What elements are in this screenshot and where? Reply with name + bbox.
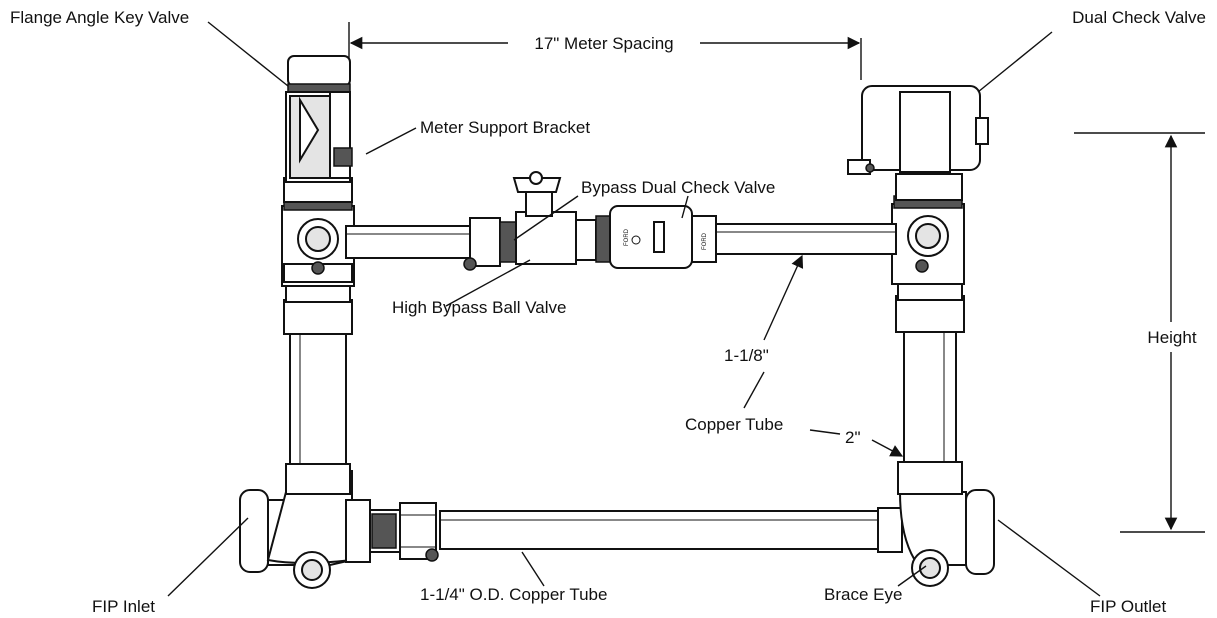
meter-spacing-label: 17" Meter Spacing: [534, 34, 673, 53]
left-inlet-elbow: [239, 469, 371, 589]
outlet-coupling: [877, 507, 903, 553]
high-bypass-ball-valve-label: High Bypass Ball Valve: [392, 298, 567, 317]
brace-eye-label: Brace Eye: [824, 585, 902, 604]
dual-check-valve-label: Dual Check Valve: [1072, 8, 1206, 27]
bypass-dual-check-valve: FORD FORD: [595, 205, 717, 269]
ford-mark-right: FORD: [702, 232, 708, 250]
flange-angle-key-valve: [285, 55, 351, 183]
left-riser: [283, 283, 353, 495]
leader-lines: [167, 21, 1101, 597]
tube-size-2-label: 2": [845, 428, 861, 447]
fip-outlet-label: FIP Outlet: [1090, 597, 1166, 616]
bypass-tube-right: [715, 223, 897, 255]
meter-support-bracket-label: Meter Support Bracket: [420, 118, 590, 137]
right-riser: [895, 281, 965, 495]
left-tee: [281, 197, 355, 287]
meter-support-bracket: [333, 147, 353, 167]
bottom-copper-tube-label: 1-1/4" O.D. Copper Tube: [420, 585, 607, 604]
right-outlet-elbow: [898, 489, 995, 587]
meter-spacing-dimension: [348, 22, 862, 80]
height-label: Height: [1147, 328, 1196, 347]
inlet-coupling-nut: [367, 502, 439, 562]
dual-check-valve: [847, 85, 989, 175]
bottom-copper-tube: [439, 510, 881, 550]
flange-angle-key-valve-label: Flange Angle Key Valve: [10, 8, 189, 27]
right-hex-nut: [895, 173, 963, 201]
ford-mark-left: FORD: [624, 228, 630, 246]
tube-size-1-1-8-label: 1-1/8": [724, 346, 769, 365]
height-dimension: [1074, 132, 1205, 533]
bypass-dual-check-valve-label: Bypass Dual Check Valve: [581, 178, 775, 197]
bypass-tube-left: [345, 225, 471, 259]
fip-inlet-label: FIP Inlet: [92, 597, 155, 616]
high-bypass-ball-valve: [463, 171, 597, 271]
copper-tube-label: Copper Tube: [685, 415, 783, 434]
right-tee: [891, 195, 965, 285]
